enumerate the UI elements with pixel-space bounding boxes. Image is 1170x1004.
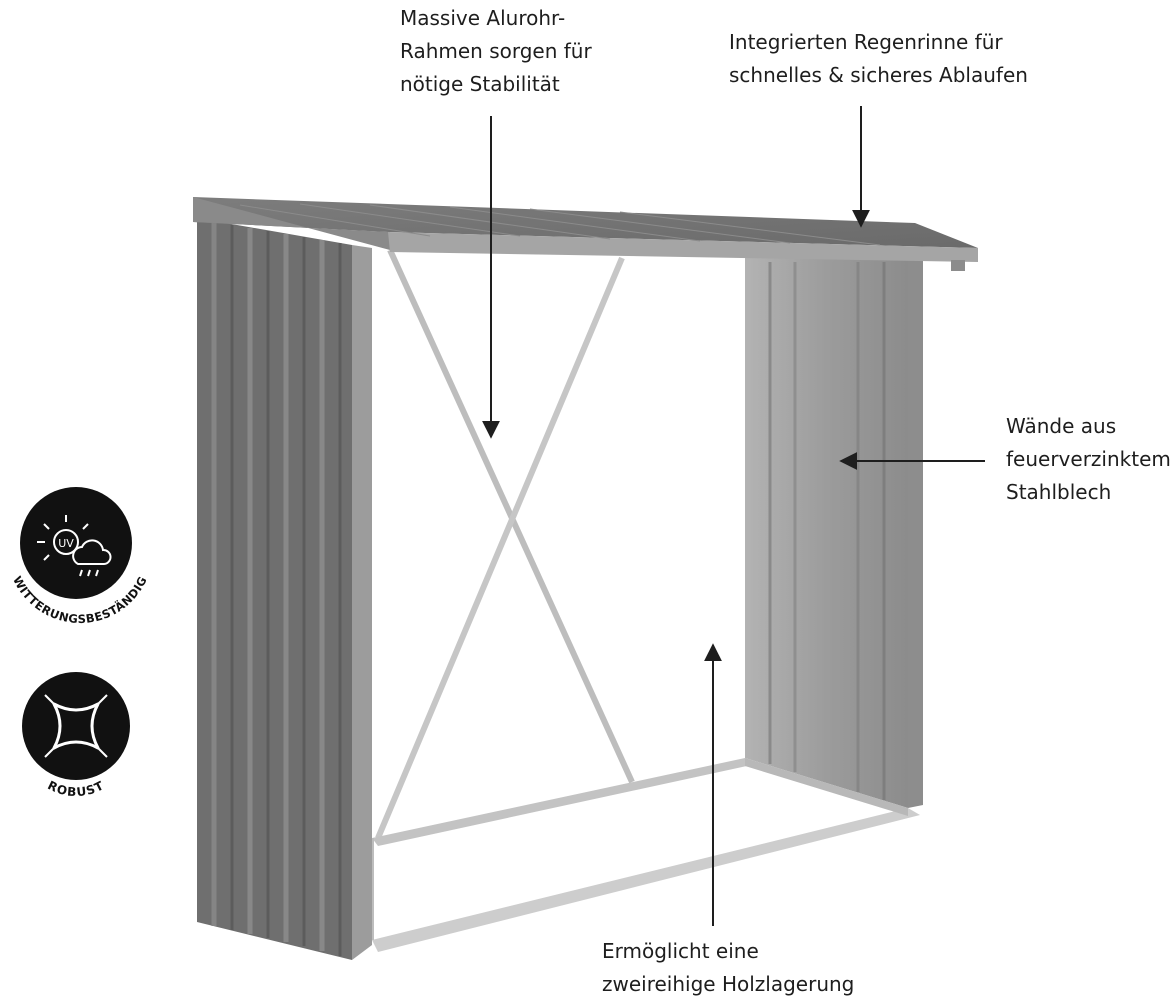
- front-frame-post: [352, 245, 372, 960]
- callout-frame-line: Massive Alurohr-: [400, 6, 566, 30]
- callout-walls: Wände aus feuerverzinktem Stahlblech: [1006, 410, 1170, 509]
- cross-brace: [375, 248, 635, 840]
- floor-frame: [370, 758, 920, 952]
- uv-label: UV: [58, 537, 74, 550]
- callout-walls-line: Stahlblech: [1006, 480, 1112, 504]
- weather-resistant-badge: UV WITTERUNGSBESTÄNDIG: [10, 487, 149, 626]
- callout-storage: Ermöglicht eine zweireihige Holzlagerung: [602, 935, 854, 1001]
- robust-badge: ROBUST: [22, 672, 130, 799]
- svg-text:ROBUST: ROBUST: [45, 778, 106, 799]
- callout-storage-line: Ermöglicht eine: [602, 939, 759, 963]
- callout-frame-line: Rahmen sorgen für: [400, 39, 592, 63]
- callout-gutter-line: schnelles & sicheres Ablaufen: [729, 63, 1028, 87]
- callout-gutter-line: Integrierten Regenrinne für: [729, 30, 1003, 54]
- left-wall-panel: [197, 218, 352, 960]
- callout-frame: Massive Alurohr- Rahmen sorgen für nötig…: [400, 2, 592, 101]
- robust-square-icon: [44, 694, 108, 758]
- roof: [193, 197, 978, 271]
- callout-gutter: Integrierten Regenrinne für schnelles & …: [729, 26, 1028, 92]
- callout-storage-line: zweireihige Holzlagerung: [602, 972, 855, 996]
- robust-badge-label: ROBUST: [45, 778, 105, 799]
- callout-walls-line: Wände aus: [1006, 414, 1117, 438]
- uv-sun-cloud-icon: UV: [37, 515, 112, 577]
- callout-walls-line: feuerverzinktem: [1006, 447, 1170, 471]
- callout-frame-line: nötige Stabilität: [400, 72, 560, 96]
- callout-arrows: [482, 106, 985, 926]
- right-wall-panel: [745, 258, 923, 808]
- gutter-outlet: [951, 260, 965, 271]
